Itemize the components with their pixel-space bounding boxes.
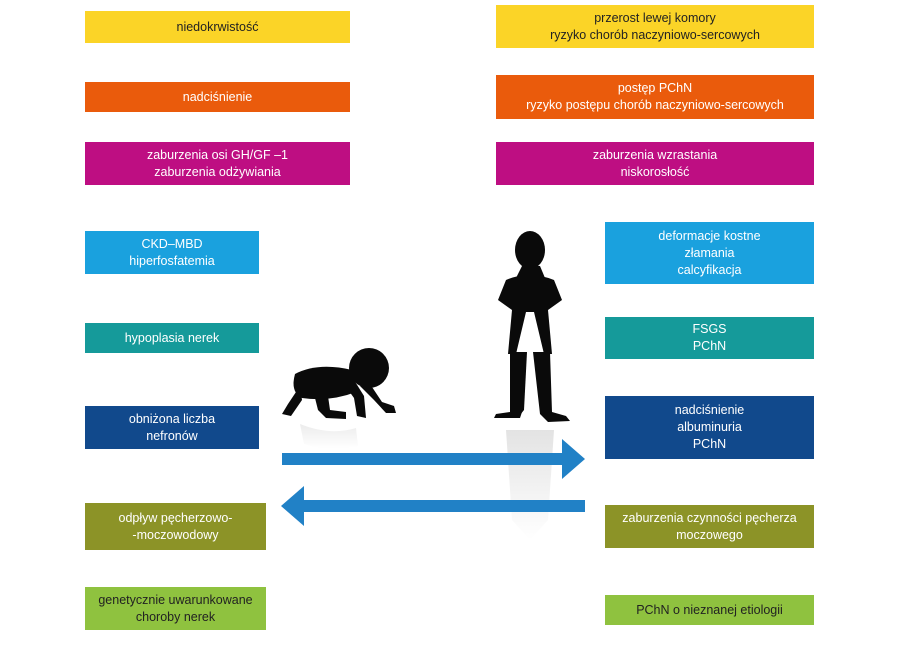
right-box-bladder: zaburzenia czynności pęcherza moczowego bbox=[605, 505, 814, 548]
box-text-line: zaburzenia osi GH/GF –1 bbox=[146, 147, 289, 162]
box-text-line: nefronów bbox=[146, 428, 198, 443]
box-text-line: calcyfikacja bbox=[677, 262, 742, 277]
standing-man-silhouette-icon bbox=[494, 231, 570, 422]
right-box-ckd-progress: postęp PChN ryzyko postępu chorób naczyni… bbox=[496, 75, 814, 119]
arrow-left-icon bbox=[281, 486, 585, 526]
box-text-line: FSGS bbox=[692, 322, 727, 336]
left-box-anemia: niedokrwistość bbox=[85, 11, 350, 43]
right-box-lvh: przerost lewej komory ryzyko chorób naczy… bbox=[496, 5, 814, 48]
box-text-line: CKD–MBD bbox=[141, 236, 203, 251]
box-text-line: nadciśnienie bbox=[182, 89, 253, 104]
left-box-reflux: odpływ pęcherzowo- -moczowodowy bbox=[85, 503, 266, 550]
left-box-gh-axis: zaburzenia osi GH/GF –1 zaburzenia odżywi… bbox=[85, 142, 350, 185]
box-text-line: postęp PChN bbox=[617, 81, 693, 95]
box-text-line: odpływ pęcherzowo- bbox=[118, 510, 233, 525]
left-box-hypoplasia: hypoplasia nerek bbox=[85, 323, 259, 353]
box-text-line: hiperfosfatemia bbox=[129, 253, 215, 268]
box-text-line: PChN bbox=[692, 339, 727, 353]
box-text-line: genetycznie uwarunkowane bbox=[98, 592, 253, 607]
box-text-line: niskorosłość bbox=[620, 164, 690, 179]
box-text-line: ryzyko chorób naczyniowo-sercowych bbox=[550, 27, 760, 42]
box-text-line: deformacje kostne bbox=[658, 228, 761, 243]
box-text-line: albuminuria bbox=[677, 420, 742, 434]
box-text-line: przerost lewej komory bbox=[594, 10, 716, 25]
right-box-growth: zaburzenia wzrastania niskorosłość bbox=[496, 142, 814, 185]
box-text-line: ryzyko postępu chorób naczyniowo-sercowy… bbox=[526, 98, 784, 112]
box-text-line: złamania bbox=[684, 245, 735, 260]
box-text-line: choroby nerek bbox=[135, 609, 216, 624]
box-text-line: zaburzenia odżywiania bbox=[154, 164, 281, 179]
box-text-line: zaburzenia wzrastania bbox=[592, 147, 718, 162]
right-box-unknown: PChN o nieznanej etiologii bbox=[605, 595, 814, 625]
right-box-fsgs: FSGS PChN bbox=[605, 317, 814, 359]
left-box-ckd-mbd: CKD–MBD hiperfosfatemia bbox=[85, 231, 259, 274]
box-text-line: PChN bbox=[692, 437, 727, 451]
left-box-hypertension: nadciśnienie bbox=[85, 82, 350, 112]
box-text-line: -moczowodowy bbox=[132, 527, 219, 542]
box-text-line: PChN o nieznanej etiologii bbox=[636, 602, 783, 617]
box-text-line: niedokrwistość bbox=[176, 19, 259, 34]
left-box-genetic: genetycznie uwarunkowane choroby nerek bbox=[85, 587, 266, 630]
box-text-line: obniżona liczba bbox=[128, 411, 216, 426]
arrow-right-icon bbox=[282, 439, 585, 479]
box-text-line: moczowego bbox=[676, 527, 743, 542]
crawling-baby-silhouette-icon bbox=[282, 348, 396, 419]
box-text-line: nadciśnienie bbox=[674, 403, 745, 417]
right-box-bone: deformacje kostne złamania calcyfikacja bbox=[605, 222, 814, 284]
left-box-nephron-count: obniżona liczba nefronów bbox=[85, 406, 259, 449]
box-text-line: hypoplasia nerek bbox=[124, 330, 220, 345]
box-text-line: zaburzenia czynności pęcherza bbox=[622, 510, 797, 525]
